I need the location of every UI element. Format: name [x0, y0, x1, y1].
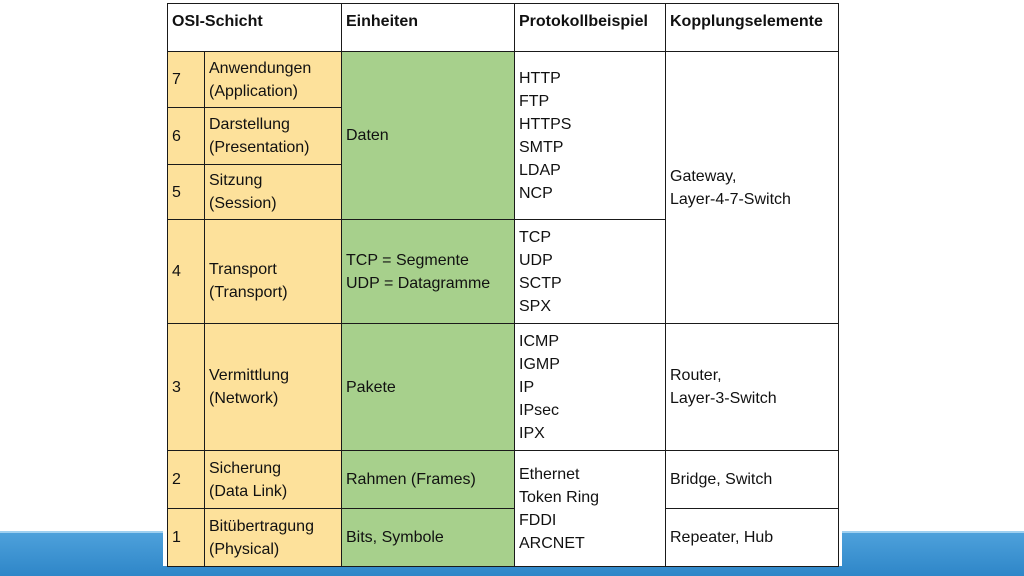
layer-name-2: Sicherung (Data Link) — [204, 450, 342, 509]
protocol-arcnet: ARCNET — [519, 534, 585, 552]
layer-5-name: Sitzung — [209, 172, 263, 189]
protocol-spx: SPX — [519, 297, 552, 315]
layer-name-6: Darstellung (Presentation) — [204, 107, 342, 165]
coupling-router: Router, — [670, 367, 722, 384]
unit-bits-symbole: Bits, Symbole — [341, 508, 515, 567]
layer-row-3: 3 Vermittlung (Network) Pakete ICMP IGMP… — [167, 323, 839, 451]
coupling-datalink: Bridge, Switch — [665, 450, 839, 509]
unit-transport: TCP = Segmente UDP = Datagramme — [341, 219, 515, 324]
protocols-upper: HTTP FTP HTTPS SMTP LDAP NCP — [514, 51, 666, 220]
protocol-icmp: ICMP — [519, 332, 559, 350]
protocol-ldap: LDAP — [519, 161, 561, 179]
coupling-network: Router, Layer-3-Switch — [665, 323, 839, 451]
layer-1-name: Bitübertragung — [209, 517, 314, 535]
protocol-fddi: FDDI — [519, 511, 557, 529]
protocol-https: HTTPS — [519, 115, 572, 133]
layer-number-4: 4 — [167, 219, 205, 324]
protocols-network: ICMP IGMP IP IPsec IPX — [514, 323, 666, 451]
layer-name-1: Bitübertragung (Physical) — [204, 508, 342, 567]
coupling-upper: Gateway, Layer-4-7-Switch — [665, 51, 839, 324]
protocol-ftp: FTP — [519, 92, 550, 110]
protocol-smtp: SMTP — [519, 138, 564, 156]
layer-row-1: 1 Bitübertragung (Physical) Bits, Symbol… — [167, 508, 839, 567]
unit-daten: Daten — [341, 51, 515, 220]
layer-number-6: 6 — [167, 107, 205, 165]
layer-number-5: 5 — [167, 164, 205, 220]
layer-4-english: (Transport) — [209, 283, 288, 301]
layer-name-5: Sitzung (Session) — [204, 164, 342, 220]
header-row: OSI-Schicht Einheiten Protokollbeispiel … — [167, 3, 839, 52]
protocol-ethernet: Ethernet — [519, 465, 580, 483]
protocol-udp: UDP — [519, 251, 553, 269]
header-protokollbeispiel: Protokollbeispiel — [514, 3, 666, 52]
coupling-gateway: Gateway, — [670, 167, 737, 185]
protocol-ipx: IPX — [519, 424, 545, 442]
layer-row-2: 2 Sicherung (Data Link) Rahmen (Frames) … — [167, 450, 839, 567]
layer-5-english: (Session) — [209, 195, 277, 212]
layer-4-name: Transport — [209, 260, 277, 278]
layer-number-7: 7 — [167, 51, 205, 108]
layer-2-name: Sicherung — [209, 459, 282, 477]
layer-row-4: 4 Transport (Transport) TCP = Segmente U… — [167, 219, 839, 324]
osi-model-table: OSI-Schicht Einheiten Protokollbeispiel … — [167, 3, 839, 567]
protocol-tcp: TCP — [519, 228, 551, 246]
protocol-ncp: NCP — [519, 184, 553, 202]
protocol-sctp: SCTP — [519, 274, 562, 292]
header-osi-schicht: OSI-Schicht — [167, 3, 342, 52]
layer-row-7: 7 Anwendungen (Application) Daten HTTP F… — [167, 51, 839, 324]
layer-3-english: (Network) — [209, 390, 279, 407]
protocols-lower: Ethernet Token Ring FDDI ARCNET — [514, 450, 666, 567]
unit-pakete: Pakete — [341, 323, 515, 451]
layer-number-1: 1 — [167, 508, 205, 567]
protocol-igmp: IGMP — [519, 355, 560, 373]
unit-rahmen: Rahmen (Frames) — [341, 450, 515, 509]
protocol-ipsec: IPsec — [519, 401, 560, 419]
header-einheiten: Einheiten — [341, 3, 515, 52]
layer-name-7: Anwendungen (Application) — [204, 51, 342, 108]
layer-number-3: 3 — [167, 323, 205, 451]
layer-row-6: 6 Darstellung (Presentation) — [167, 107, 839, 165]
coupling-physical: Repeater, Hub — [665, 508, 839, 567]
protocol-token-ring: Token Ring — [519, 488, 600, 506]
layer-row-5: 5 Sitzung (Session) — [167, 164, 839, 220]
unit-tcp-segmente: TCP = Segmente — [346, 251, 469, 269]
layer-name-3: Vermittlung (Network) — [204, 323, 342, 451]
layer-6-name: Darstellung — [209, 116, 290, 133]
layer-3-name: Vermittlung — [209, 367, 290, 384]
layer-1-english: (Physical) — [209, 540, 280, 558]
coupling-layer-3-switch: Layer-3-Switch — [670, 390, 777, 407]
layer-6-english: (Presentation) — [209, 139, 310, 156]
protocol-http: HTTP — [519, 69, 561, 87]
protocols-transport: TCP UDP SCTP SPX — [514, 219, 666, 324]
coupling-layer-4-7-switch: Layer-4-7-Switch — [670, 190, 791, 208]
unit-udp-datagramme: UDP = Datagramme — [346, 274, 491, 292]
header-kopplungselemente: Kopplungselemente — [665, 3, 839, 52]
protocol-ip: IP — [519, 378, 535, 396]
layer-2-english: (Data Link) — [209, 482, 288, 500]
layer-7-english: (Application) — [209, 82, 298, 100]
layer-name-4: Transport (Transport) — [204, 219, 342, 324]
layer-7-name: Anwendungen — [209, 59, 312, 77]
layer-number-2: 2 — [167, 450, 205, 509]
